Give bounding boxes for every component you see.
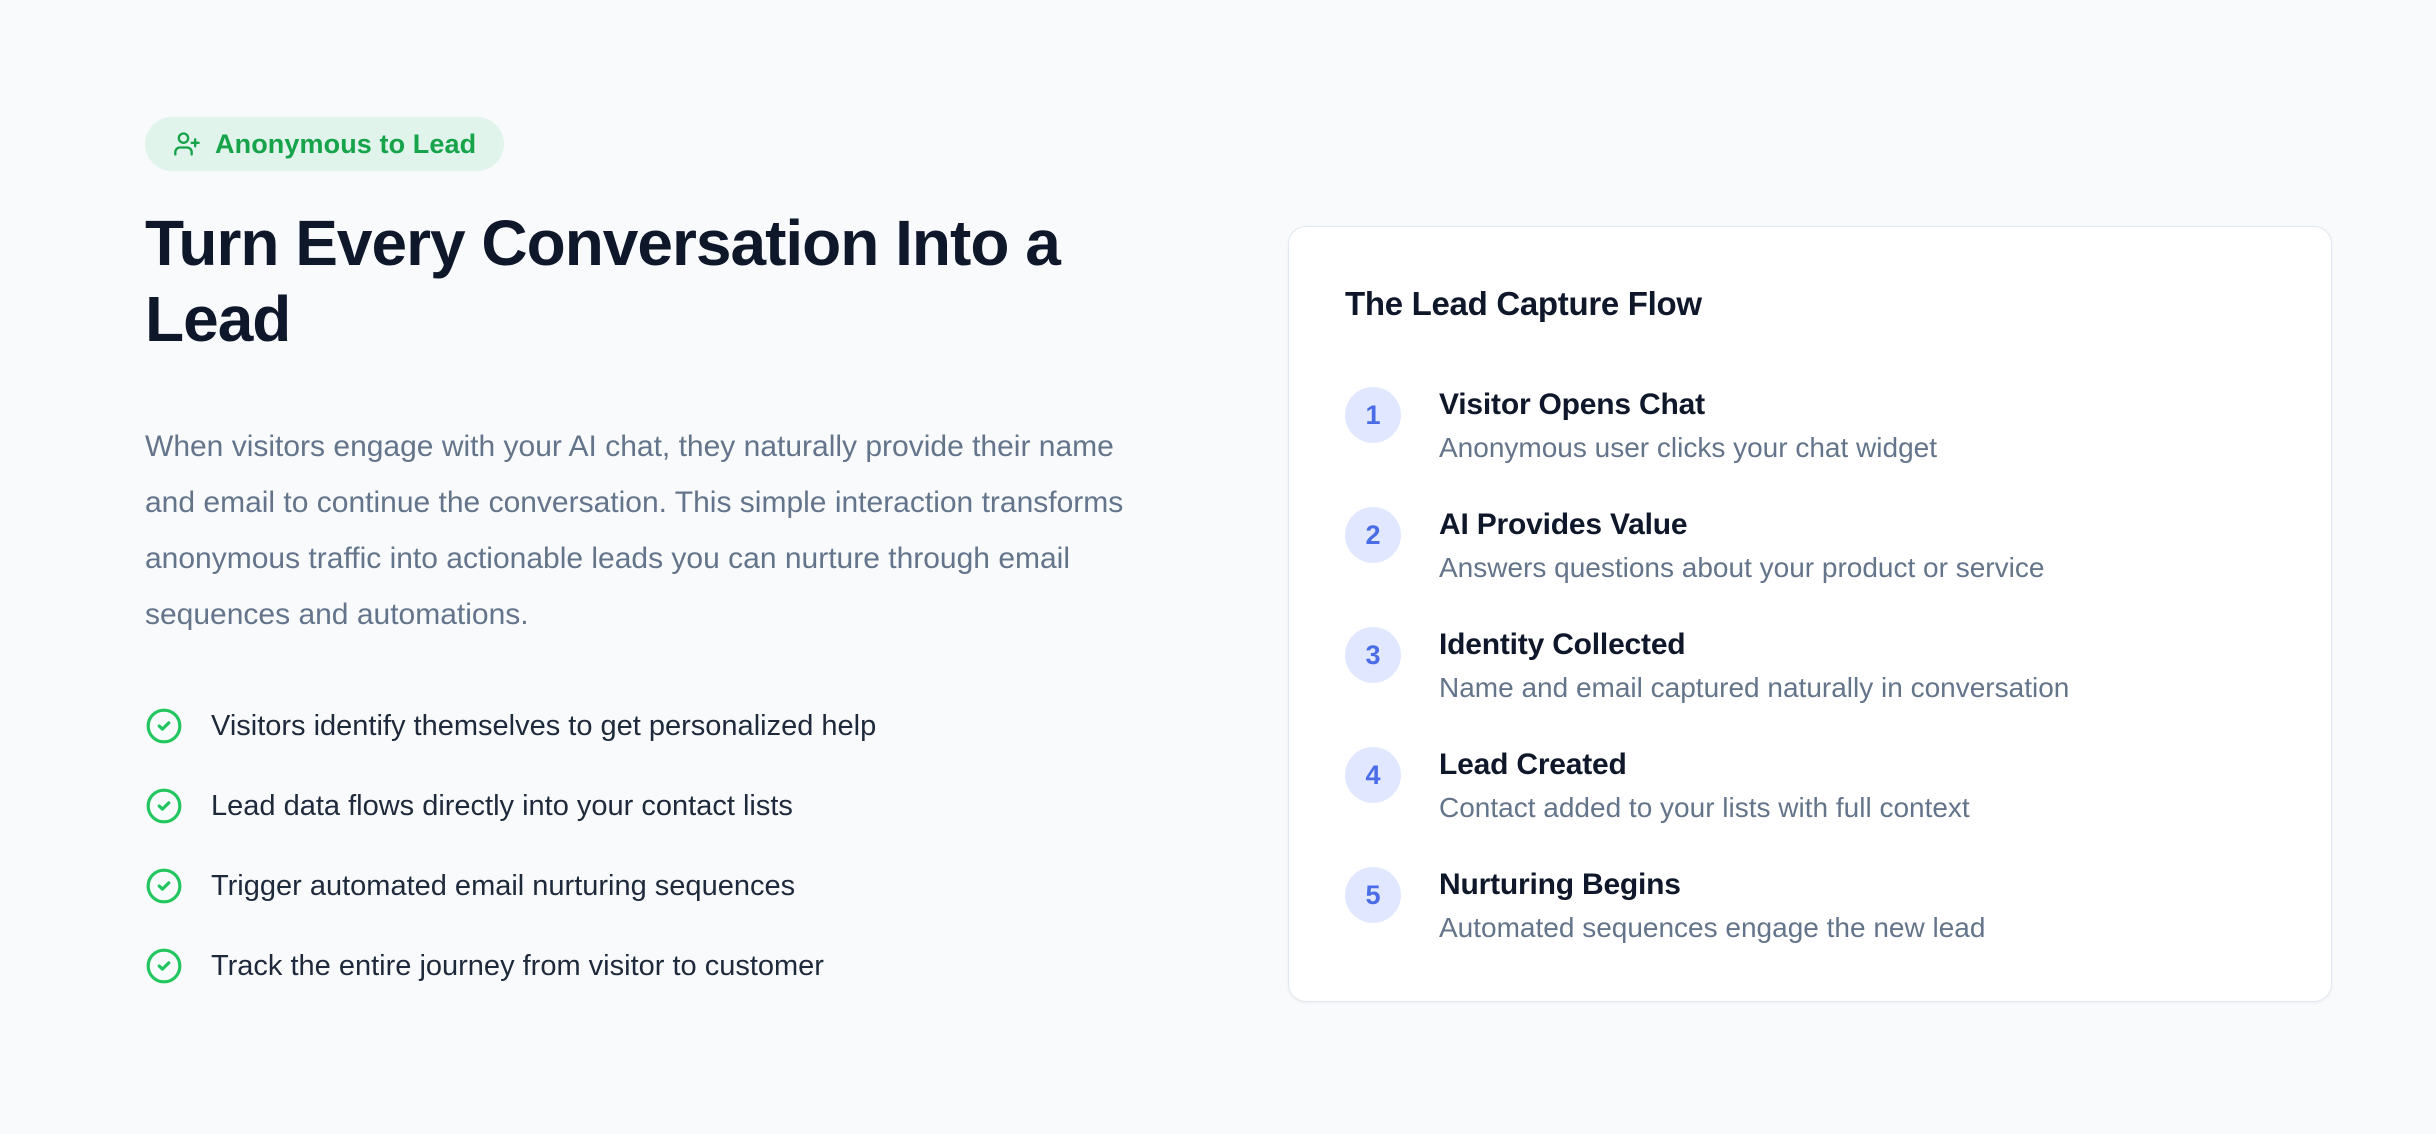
step-description: Answers questions about your product or … — [1439, 552, 2045, 583]
flow-step: 2 AI Provides Value Answers questions ab… — [1345, 505, 2275, 591]
step-body: Visitor Opens Chat Anonymous user clicks… — [1439, 385, 1937, 471]
flow-steps-list: 1 Visitor Opens Chat Anonymous user clic… — [1345, 385, 2275, 951]
step-description: Anonymous user clicks your chat widget — [1439, 432, 1937, 463]
checklist-item-label: Track the entire journey from visitor to… — [211, 949, 824, 982]
section-description: When visitors engage with your AI chat, … — [145, 430, 1124, 631]
flow-step: 5 Nurturing Begins Automated sequences e… — [1345, 865, 2275, 951]
step-description: Automated sequences engage the new lead — [1439, 912, 1986, 943]
step-title: Nurturing Begins — [1439, 868, 1681, 901]
flow-step: 1 Visitor Opens Chat Anonymous user clic… — [1345, 385, 2275, 471]
lead-capture-flow-card: The Lead Capture Flow 1 Visitor Opens Ch… — [1288, 226, 2332, 1002]
step-number-badge: 2 — [1345, 507, 1401, 563]
checklist-item: Lead data flows directly into your conta… — [145, 787, 1190, 825]
step-title: Lead Created — [1439, 748, 1627, 781]
step-number-badge: 1 — [1345, 387, 1401, 443]
flow-step: 4 Lead Created Contact added to your lis… — [1345, 745, 2275, 831]
step-body: Nurturing Begins Automated sequences eng… — [1439, 865, 1985, 951]
checklist-item-label: Lead data flows directly into your conta… — [211, 789, 793, 822]
check-circle-icon — [145, 707, 183, 745]
checklist-item-label: Trigger automated email nurturing sequen… — [211, 869, 796, 902]
step-number-badge: 5 — [1345, 867, 1401, 923]
step-body: Lead Created Contact added to your lists… — [1439, 745, 1970, 831]
step-body: AI Provides Value Answers questions abou… — [1439, 505, 2044, 591]
step-title: Visitor Opens Chat — [1439, 388, 1705, 421]
checklist-item: Track the entire journey from visitor to… — [145, 947, 1190, 985]
step-description: Name and email captured naturally in con… — [1439, 672, 2070, 703]
benefits-checklist: Visitors identify themselves to get pers… — [145, 707, 1190, 985]
check-circle-icon — [145, 787, 183, 825]
step-body: Identity Collected Name and email captur… — [1439, 625, 2069, 711]
checklist-item: Trigger automated email nurturing sequen… — [145, 867, 1190, 905]
step-number-badge: 3 — [1345, 627, 1401, 683]
badge-label: Anonymous to Lead — [215, 128, 477, 159]
page-title: Turn Every Conversation Into a Lead — [145, 207, 1061, 355]
step-number-badge: 4 — [1345, 747, 1401, 803]
step-description: Contact added to your lists with full co… — [1439, 792, 1970, 823]
checklist-item-label: Visitors identify themselves to get pers… — [211, 709, 877, 742]
flow-step: 3 Identity Collected Name and email capt… — [1345, 625, 2275, 711]
intro-column: Anonymous to Lead Turn Every Conversatio… — [145, 117, 1190, 985]
check-circle-icon — [145, 867, 183, 905]
user-plus-icon — [173, 130, 201, 158]
step-title: AI Provides Value — [1439, 508, 1688, 541]
checklist-item: Visitors identify themselves to get pers… — [145, 707, 1190, 745]
anonymous-to-lead-badge: Anonymous to Lead — [145, 117, 505, 171]
check-circle-icon — [145, 947, 183, 985]
flow-card-title: The Lead Capture Flow — [1345, 285, 1702, 322]
step-title: Identity Collected — [1439, 628, 1686, 661]
